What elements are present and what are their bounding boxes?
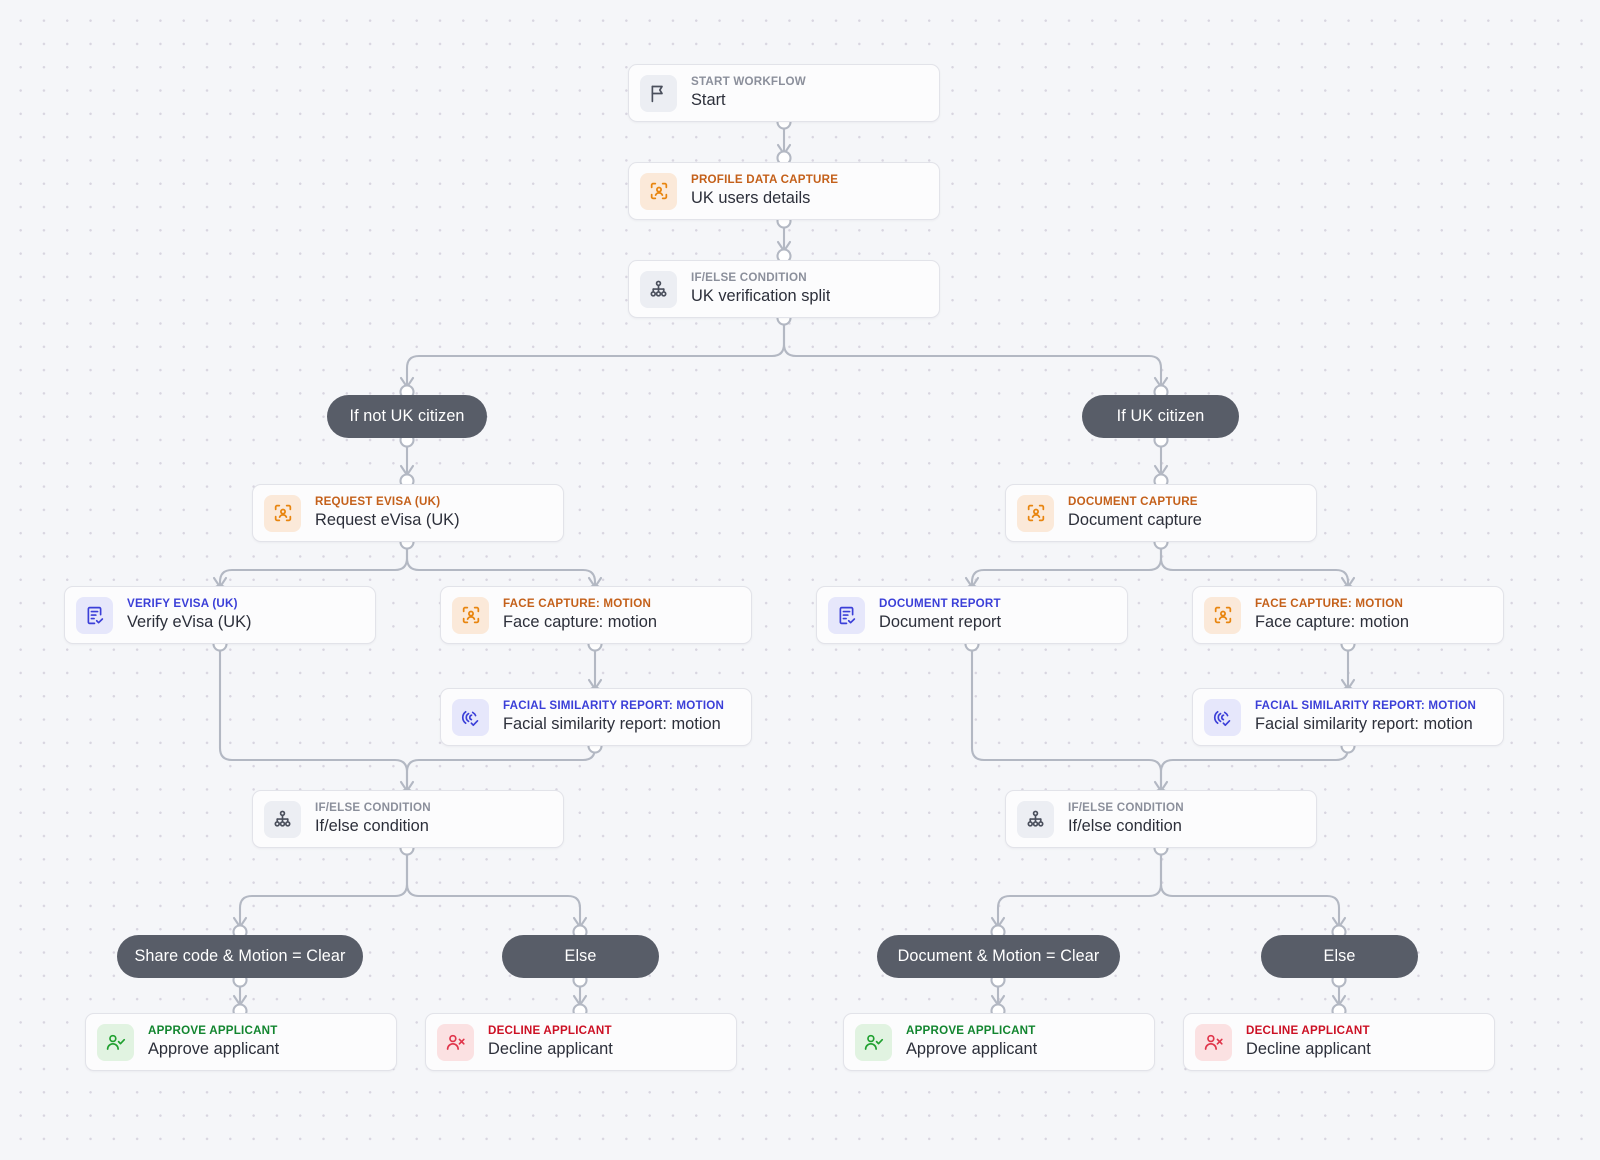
report-check-icon: [828, 596, 865, 634]
node-kicker: FACE CAPTURE: MOTION: [1255, 597, 1404, 610]
user-check-icon: [855, 1023, 892, 1061]
node-kicker: FACIAL SIMILARITY REPORT: MOTION: [1255, 699, 1477, 712]
pill-if-uk-citizen[interactable]: If UK citizen: [1082, 395, 1239, 438]
branch-icon: [264, 800, 301, 838]
pill-share-code-motion-clear[interactable]: Share code & Motion = Clear: [117, 935, 363, 978]
user-x-icon: [1195, 1023, 1232, 1061]
node-title: Document capture: [1068, 511, 1202, 529]
node-title: Approve applicant: [906, 1040, 1038, 1058]
node-kicker: DOCUMENT CAPTURE: [1068, 495, 1198, 508]
node-decline-applicant-left[interactable]: DECLINE APPLICANT Decline applicant: [425, 1013, 737, 1071]
node-title: Facial similarity report: motion: [1255, 715, 1473, 733]
node-title: Approve applicant: [148, 1040, 280, 1058]
face-frame-icon: [640, 172, 677, 210]
node-approve-applicant-right[interactable]: APPROVE APPLICANT Approve applicant: [843, 1013, 1155, 1071]
node-title: Verify eVisa (UK): [127, 613, 252, 631]
user-x-icon: [437, 1023, 474, 1061]
node-verify-evisa[interactable]: VERIFY EVISA (UK) Verify eVisa (UK): [64, 586, 376, 644]
node-ifelse-condition-right[interactable]: IF/ELSE CONDITION If/else condition: [1005, 790, 1317, 848]
report-check-icon: [76, 596, 113, 634]
pill-label: Share code & Motion = Clear: [134, 947, 346, 965]
node-approve-applicant-left[interactable]: APPROVE APPLICANT Approve applicant: [85, 1013, 397, 1071]
node-facial-similarity-report-right[interactable]: FACIAL SIMILARITY REPORT: MOTION Facial …: [1192, 688, 1504, 746]
branch-icon: [1017, 800, 1054, 838]
node-uk-verification-split[interactable]: IF/ELSE CONDITION UK verification split: [628, 260, 940, 318]
node-kicker: APPROVE APPLICANT: [148, 1024, 278, 1037]
node-title: Face capture: motion: [503, 613, 657, 631]
node-start[interactable]: START WORKFLOW Start: [628, 64, 940, 122]
user-check-icon: [97, 1023, 134, 1061]
node-kicker: FACIAL SIMILARITY REPORT: MOTION: [503, 699, 725, 712]
node-face-capture-motion-left[interactable]: FACE CAPTURE: MOTION Face capture: motio…: [440, 586, 752, 644]
node-title: Decline applicant: [488, 1040, 613, 1058]
node-kicker: APPROVE APPLICANT: [906, 1024, 1036, 1037]
node-kicker: DECLINE APPLICANT: [488, 1024, 612, 1037]
node-facial-similarity-report-left[interactable]: FACIAL SIMILARITY REPORT: MOTION Facial …: [440, 688, 752, 746]
face-frame-icon: [1204, 596, 1241, 634]
fingerprint-check-icon: [1204, 698, 1241, 736]
node-request-evisa[interactable]: REQUEST EVISA (UK) Request eVisa (UK): [252, 484, 564, 542]
pill-label: If not UK citizen: [349, 407, 465, 425]
node-kicker: FACE CAPTURE: MOTION: [503, 597, 652, 610]
face-frame-icon: [452, 596, 489, 634]
node-decline-applicant-right[interactable]: DECLINE APPLICANT Decline applicant: [1183, 1013, 1495, 1071]
pill-else-right[interactable]: Else: [1261, 935, 1418, 978]
node-title: Facial similarity report: motion: [503, 715, 721, 733]
node-title: Face capture: motion: [1255, 613, 1409, 631]
pill-label: If UK citizen: [1116, 407, 1205, 425]
pill-label: Else: [564, 947, 597, 965]
pill-else-left[interactable]: Else: [502, 935, 659, 978]
branch-icon: [640, 270, 677, 308]
node-title: Decline applicant: [1246, 1040, 1371, 1058]
face-frame-icon: [264, 494, 301, 532]
node-kicker: IF/ELSE CONDITION: [315, 801, 431, 814]
node-kicker: VERIFY EVISA (UK): [127, 597, 238, 610]
node-kicker: IF/ELSE CONDITION: [691, 271, 807, 284]
node-kicker: START WORKFLOW: [691, 75, 806, 88]
pill-document-motion-clear[interactable]: Document & Motion = Clear: [877, 935, 1120, 978]
node-kicker: DOCUMENT REPORT: [879, 597, 1001, 610]
node-title: Start: [691, 91, 726, 109]
node-document-capture[interactable]: DOCUMENT CAPTURE Document capture: [1005, 484, 1317, 542]
node-title: Document report: [879, 613, 1002, 631]
pill-if-not-uk-citizen[interactable]: If not UK citizen: [327, 395, 487, 438]
node-title: UK users details: [691, 189, 811, 207]
node-document-report[interactable]: DOCUMENT REPORT Document report: [816, 586, 1128, 644]
node-kicker: DECLINE APPLICANT: [1246, 1024, 1370, 1037]
node-ifelse-condition-left[interactable]: IF/ELSE CONDITION If/else condition: [252, 790, 564, 848]
node-title: Request eVisa (UK): [315, 511, 460, 529]
node-title: UK verification split: [691, 287, 831, 305]
face-frame-icon: [1017, 494, 1054, 532]
fingerprint-check-icon: [452, 698, 489, 736]
pill-label: Document & Motion = Clear: [897, 947, 1100, 965]
node-title: If/else condition: [315, 817, 429, 835]
node-kicker: IF/ELSE CONDITION: [1068, 801, 1184, 814]
pill-label: Else: [1323, 947, 1356, 965]
node-face-capture-motion-right[interactable]: FACE CAPTURE: MOTION Face capture: motio…: [1192, 586, 1504, 644]
flag-icon: [640, 74, 677, 112]
node-kicker: REQUEST EVISA (UK): [315, 495, 441, 508]
node-kicker: PROFILE DATA CAPTURE: [691, 173, 839, 186]
node-title: If/else condition: [1068, 817, 1182, 835]
node-profile-data-capture[interactable]: PROFILE DATA CAPTURE UK users details: [628, 162, 940, 220]
